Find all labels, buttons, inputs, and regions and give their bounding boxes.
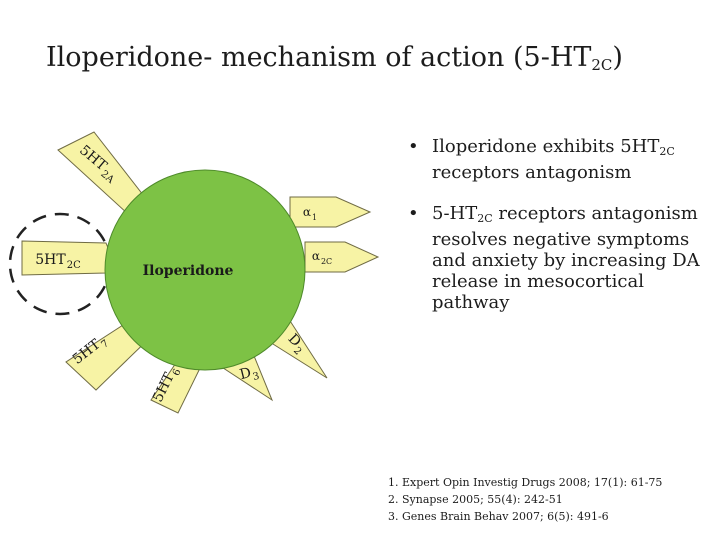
bullet-2-subscript: 2C: [477, 212, 493, 225]
bullet-list: •Iloperidone exhibits 5HT2C receptors an…: [404, 136, 704, 333]
iloperidone-circle: [104, 169, 306, 371]
bullet-1-text-a: Iloperidone exhibits 5HT: [432, 136, 660, 157]
bullet-marker: •: [408, 203, 419, 224]
title-close-paren: ): [612, 42, 623, 73]
receptor-label-subscript: 2C: [67, 260, 81, 271]
reference-item: 2. Synapse 2005; 55(4): 242-51: [388, 493, 563, 506]
slide-title: Iloperidone- mechanism of action (5-HT2C…: [46, 42, 623, 74]
receptor-label-base: 5HT: [35, 252, 66, 268]
receptor-label-alpha2c: α2C: [312, 249, 332, 266]
bullet-1-text-b: receptors antagonism: [432, 162, 632, 183]
receptor-label-base: α: [312, 249, 320, 263]
title-subscript: 2C: [591, 56, 613, 74]
center-label: Iloperidone: [143, 263, 234, 279]
title-text: Iloperidone- mechanism of action (5-HT: [46, 42, 592, 73]
bullet-item-2: • 5-HT2C receptors antagonism resolves ne…: [404, 203, 704, 313]
receptor-label-subscript: 1: [312, 213, 317, 222]
receptor-label-d3: D3: [238, 363, 261, 386]
bullet-item-1: • Iloperidone exhibits 5HT2C receptors an…: [404, 136, 704, 183]
receptor-label-base: D: [238, 365, 253, 383]
receptor-label-5ht2c: 5HT2C: [35, 252, 81, 271]
bullet-1-subscript: 2C: [659, 145, 675, 158]
bullet-2-text-a: 5-HT: [432, 203, 478, 224]
receptor-label-subscript: 2C: [321, 257, 332, 266]
bullet-2-text-b: receptors antagonism resolves negative s…: [432, 203, 700, 313]
receptor-label-subscript: 7: [99, 338, 111, 351]
bullet-marker: •: [408, 136, 419, 157]
receptor-label-alpha1: α1: [303, 205, 317, 222]
reference-item: 3. Genes Brain Behav 2007; 6(5): 491-6: [388, 510, 609, 523]
references: 1. Expert Opin Investig Drugs 2008; 17(1…: [388, 474, 662, 525]
receptor-label-subscript: 6: [171, 367, 184, 378]
receptor-label-subscript: 3: [252, 371, 261, 383]
receptor-label-base: α: [303, 205, 311, 219]
reference-item: 1. Expert Opin Investig Drugs 2008; 17(1…: [388, 476, 663, 489]
